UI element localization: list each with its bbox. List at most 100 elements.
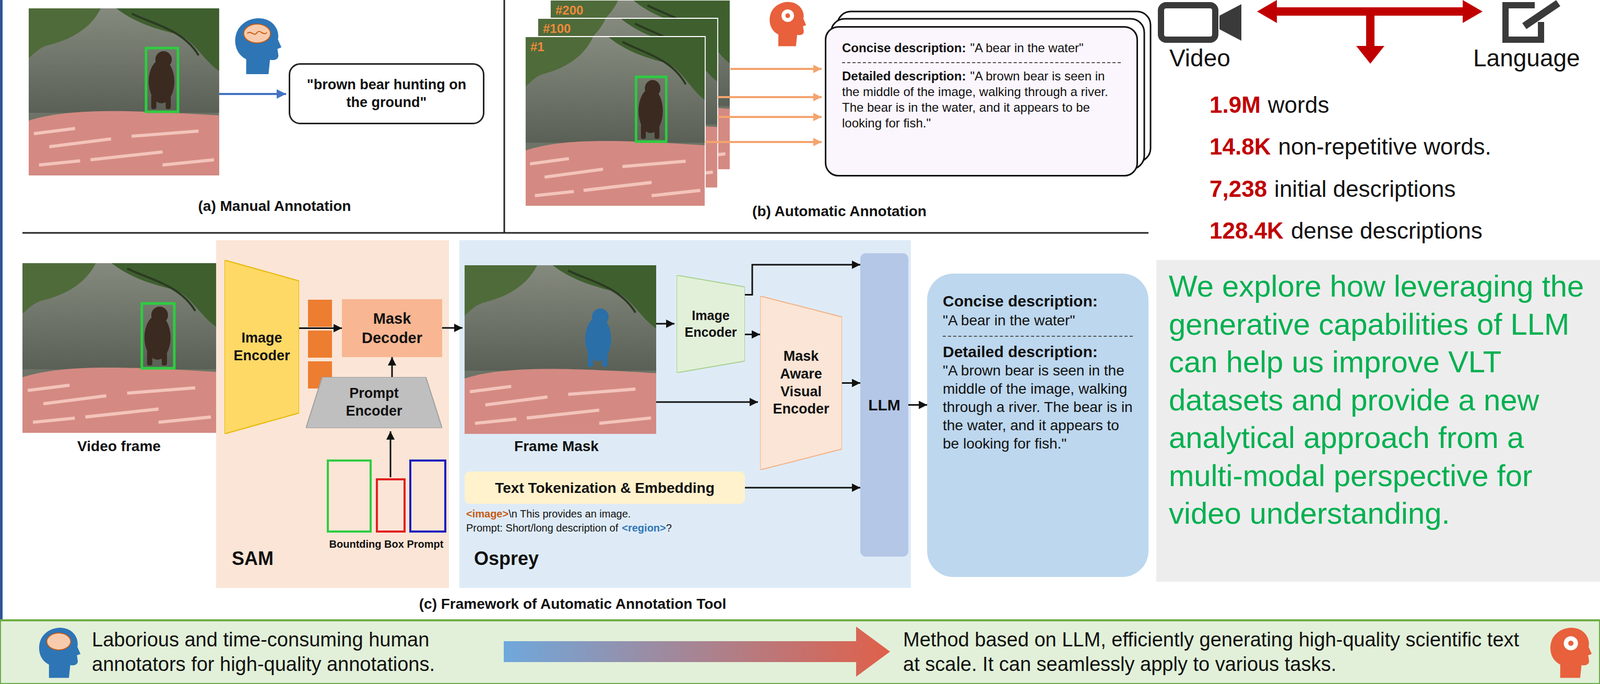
page-edge-bar <box>0 0 3 684</box>
label-text: Video <box>1169 43 1231 73</box>
label-text: Language <box>1473 43 1581 73</box>
divider-line <box>503 0 506 233</box>
node-text: Prompt Encoder <box>321 384 427 421</box>
flow-arrows <box>442 327 463 329</box>
llm-box: LLM <box>860 253 909 557</box>
osprey-panel: OspreyImage EncoderMask Aware Visual Enc… <box>459 240 911 588</box>
feature-squares <box>307 330 333 358</box>
manual-arrow <box>219 92 287 96</box>
video-language-arrow <box>1462 0 1483 23</box>
connector-arrow <box>744 333 761 336</box>
label-text: 128.4K <box>1209 217 1284 245</box>
node-text: "A brown bear is seen in the middle of t… <box>942 361 1133 453</box>
node-text: Image Encoder <box>226 329 298 365</box>
label-row: 14.8Knon-repetitive words. <box>1209 133 1492 161</box>
llm-annotator-icon <box>769 2 807 47</box>
shape-outline <box>760 295 843 470</box>
shape-fill <box>676 275 745 373</box>
node-text: Text Tokenization & Embedding <box>494 478 715 497</box>
frame-arrows <box>705 68 822 142</box>
label-slot: (a) Manual Annotation <box>198 197 352 216</box>
bear-photo <box>28 8 220 176</box>
node-text: Method based on LLM, efficiently generat… <box>903 627 1535 678</box>
gradient-arrow <box>503 626 891 677</box>
llm-annotator-icon <box>781 9 794 22</box>
node-text: Concise description: <box>942 291 1133 312</box>
label-text: (a) Manual Annotation <box>198 197 352 216</box>
node-text: SAM <box>231 546 274 571</box>
language-icon <box>1524 3 1559 27</box>
bounding-box-prompts <box>327 460 371 532</box>
video-icon <box>1219 4 1242 41</box>
label-text: #100 <box>542 21 571 37</box>
human-annotator-icon <box>243 24 271 43</box>
label-row: 128.4Kdense descriptions <box>1209 217 1483 245</box>
llm-annotator-icon <box>1563 635 1579 650</box>
video-frame-front <box>635 76 667 142</box>
label-text: 7,238 <box>1209 175 1267 204</box>
label-slot: (b) Automatic Annotation <box>752 202 927 221</box>
label-slot: #100 <box>542 21 571 37</box>
connectors <box>299 264 928 488</box>
label-slot: Video <box>1169 43 1231 73</box>
language-icon <box>1505 3 1559 40</box>
video-frame-photo <box>22 263 217 433</box>
video-frame-front <box>525 36 706 207</box>
llm-annotator-icon <box>1568 640 1574 646</box>
label-text: 1.9M <box>1209 91 1261 120</box>
llm-annotator-icon <box>1550 627 1592 678</box>
label-text: (b) Automatic Annotation <box>752 202 927 221</box>
osprey-panel-ground <box>459 240 911 588</box>
encoder-trapezoid: Image Encoder <box>224 259 300 434</box>
label-text: \n This provides an image. <box>508 507 631 520</box>
label-row: Prompt: Short/long description of<region… <box>466 521 672 535</box>
human-annotator-icon <box>39 627 81 678</box>
label-text: Bountding Box Prompt <box>329 537 444 551</box>
dashed-separator <box>842 62 1121 64</box>
decoder-box: Mask Decoder <box>341 299 443 358</box>
shape-outline <box>676 275 745 373</box>
frame-arrows <box>717 115 822 118</box>
label-text: Prompt: Short/long description of <box>466 521 619 535</box>
sam-panel-ground <box>216 240 449 588</box>
frame-mask-photo <box>464 265 657 434</box>
label-slot: #1 <box>530 39 545 55</box>
encoder-trapezoid: Mask Aware Visual Encoder <box>760 295 843 470</box>
prompt-arrow <box>389 431 392 478</box>
frame-mask-photo <box>464 265 657 434</box>
text-box: "brown bear hunting on the ground" <box>288 63 485 125</box>
human-annotator-icon <box>39 627 81 678</box>
label-text: (c) Framework of Automatic Annotation To… <box>419 595 727 613</box>
bear-photo <box>28 8 220 176</box>
dashed-separator <box>942 335 1133 337</box>
bottom-band-ground <box>0 620 1600 684</box>
video-language-arrow <box>1273 7 1466 16</box>
video-frame-photo <box>141 303 175 369</box>
video-frame-front <box>525 36 706 207</box>
label-text: Frame Mask <box>514 437 599 456</box>
human-annotator-icon <box>46 632 71 650</box>
node-text: We explore how leveraging the generative… <box>1168 267 1595 533</box>
human-annotator-icon <box>247 31 268 34</box>
node-text: Image Encoder <box>678 307 744 341</box>
encoder-trapezoid: Image Encoder <box>676 275 745 373</box>
node-text: Detailed description: <box>942 341 1133 362</box>
video-language-arrow <box>1257 0 1277 23</box>
tokenizer-box: Text Tokenization & Embedding <box>464 471 745 504</box>
shape-fill <box>224 259 300 434</box>
llm-annotator-icon <box>769 2 807 47</box>
node-text: "A bear in the water" <box>942 311 1133 330</box>
human-annotator-icon <box>234 18 282 75</box>
output-bubble: Concise description:"A bear in the water… <box>927 273 1149 577</box>
label-text: initial descriptions <box>1274 175 1456 204</box>
video-frame-front <box>525 36 706 207</box>
bear-photo <box>146 48 179 112</box>
separator-line <box>22 232 1149 234</box>
connector-arrow <box>744 487 861 489</box>
bounding-box-prompts <box>327 460 446 532</box>
connector-arrow <box>842 382 861 384</box>
node-text: "brown bear hunting on the ground" <box>299 76 474 112</box>
shape-fill <box>760 295 843 470</box>
